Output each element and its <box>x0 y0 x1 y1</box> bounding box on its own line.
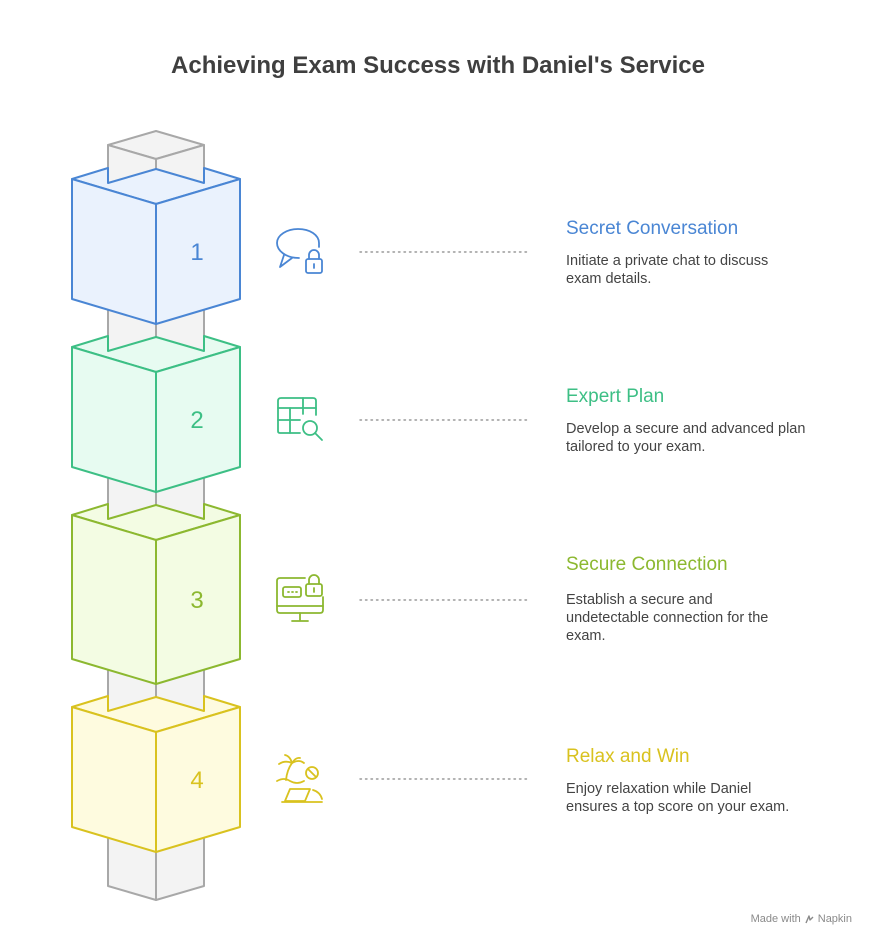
step-title-1: Secret Conversation <box>566 218 739 239</box>
step-description-1: Initiate a private chat to discuss exam … <box>566 253 769 287</box>
table-search-icon <box>277 397 323 441</box>
step-description-2: Develop a secure and advanced plan tailo… <box>566 421 806 455</box>
connectors <box>359 251 528 780</box>
block-3 <box>71 503 241 685</box>
made-with-label: Made with <box>750 913 801 925</box>
step-number-3: 3 <box>190 587 203 614</box>
step-title-3: Secure Connection <box>566 554 728 575</box>
step-number-4: 4 <box>190 767 203 794</box>
step-number-2: 2 <box>190 407 203 434</box>
block-4 <box>71 695 241 853</box>
step-title-2: Expert Plan <box>566 386 665 407</box>
step-description-4: Enjoy relaxation while Daniel ensures a … <box>566 781 790 815</box>
step-title-4: Relax and Win <box>566 746 690 767</box>
monitor-lock-icon <box>276 574 324 622</box>
chat-lock-icon <box>276 228 323 274</box>
footer-credit: Made with Napkin <box>751 913 852 925</box>
beach-laptop-icon <box>276 754 323 803</box>
step-description-3: Establish a secure and undetectable conn… <box>566 592 769 644</box>
step-number-1: 1 <box>190 239 203 266</box>
napkin-logo-icon <box>805 914 814 923</box>
block-1 <box>71 167 241 325</box>
diagram-title: Achieving Exam Success with Daniel's Ser… <box>171 52 705 79</box>
brand-name: Napkin <box>817 913 852 925</box>
block-2 <box>71 335 241 493</box>
